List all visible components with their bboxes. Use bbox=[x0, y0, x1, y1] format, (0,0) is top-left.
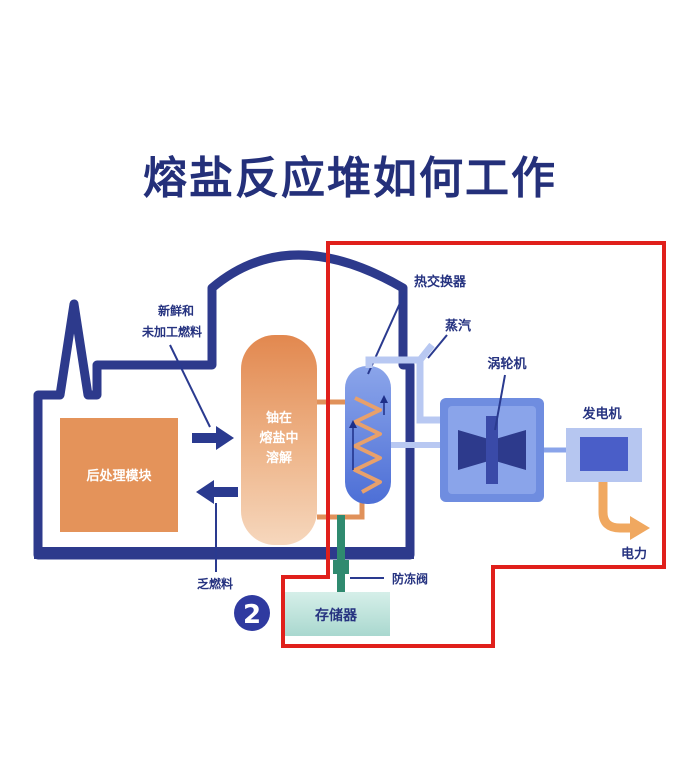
hx-up-arrowhead-left bbox=[349, 420, 357, 428]
floor-slab bbox=[34, 547, 414, 559]
turbine-shaft bbox=[486, 416, 498, 484]
electricity-label: 电力 bbox=[621, 546, 647, 562]
storage-tank bbox=[283, 592, 390, 636]
spent-fuel-label: 乏燃料 bbox=[197, 576, 233, 591]
steam-pipe bbox=[365, 342, 445, 424]
generator-label: 发电机 bbox=[581, 406, 621, 422]
storage-label: 存储器 bbox=[315, 607, 358, 624]
fresh-fuel-label-line1: 新鲜和 bbox=[158, 303, 194, 318]
reprocessing-module bbox=[60, 418, 178, 532]
fresh-fuel-callout-line bbox=[169, 344, 211, 428]
highlight-outline bbox=[281, 241, 666, 648]
freeze-valve-label: 防冻阀 bbox=[392, 571, 428, 586]
steam-callout-line bbox=[427, 334, 448, 359]
heat-exchanger bbox=[345, 366, 391, 504]
turbine-callout-line bbox=[494, 374, 506, 431]
core-label-line1: 铀在 bbox=[266, 410, 292, 426]
hx-up-arrowhead-right bbox=[380, 395, 388, 403]
spent-fuel-arrow bbox=[196, 480, 238, 504]
core-label-line2: 熔盐中 bbox=[259, 430, 298, 446]
fresh-fuel-label-line2: 未加工燃料 bbox=[141, 324, 202, 339]
generator-core bbox=[580, 437, 628, 471]
heat-exchanger-label: 热交换器 bbox=[414, 274, 467, 290]
power-arrow bbox=[598, 482, 632, 533]
drain-pipe bbox=[337, 515, 345, 595]
fresh-fuel-arrow bbox=[192, 426, 234, 450]
reprocessing-label: 后处理模块 bbox=[86, 468, 152, 484]
step-badge bbox=[234, 595, 270, 631]
turbine-label: 涡轮机 bbox=[487, 356, 526, 372]
step-badge-number: 2 bbox=[243, 600, 261, 630]
heat-exchanger-coil bbox=[353, 396, 382, 494]
reactor-core bbox=[241, 335, 317, 545]
core-label-line3: 溶解 bbox=[266, 450, 292, 466]
page-title: 熔盐反应堆如何工作 bbox=[143, 153, 557, 204]
containment-building bbox=[33, 250, 415, 560]
freeze-valve bbox=[333, 560, 349, 574]
power-arrowhead bbox=[630, 516, 650, 540]
steam-label: 蒸汽 bbox=[445, 318, 471, 334]
cold-salt-pipe bbox=[317, 498, 365, 520]
